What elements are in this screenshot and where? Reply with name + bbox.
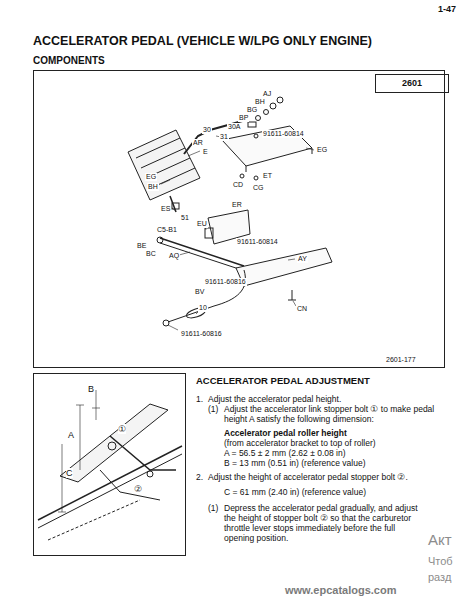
link-rod bbox=[160, 243, 242, 270]
part-number: 91611-60814 bbox=[236, 238, 279, 246]
section-heading: ACCELERATOR PEDAL ADJUSTMENT bbox=[196, 376, 370, 386]
instruction-text: Adjust the height of accelerator pedal s… bbox=[208, 472, 456, 482]
stopper bbox=[172, 203, 179, 209]
rod-end bbox=[157, 237, 163, 243]
callout-number: 51 bbox=[180, 214, 190, 222]
collar bbox=[248, 122, 256, 127]
callout-letter: E bbox=[202, 148, 209, 156]
callout-letter: BH bbox=[147, 183, 159, 191]
callout-letter: CN bbox=[296, 305, 308, 313]
system-notice: разд bbox=[428, 571, 451, 584]
system-notice: Чтоб bbox=[428, 555, 453, 568]
leader-lines bbox=[161, 136, 314, 330]
spec-value: A = 56.5 ± 2 mm (2.62 ± 0.08 in) bbox=[224, 448, 346, 458]
callout-letter: 31 bbox=[219, 133, 229, 141]
callout-letter: EG bbox=[316, 146, 328, 154]
dimension-letter: C bbox=[66, 468, 73, 478]
callout-letter: ES bbox=[160, 205, 171, 213]
dimension-letter: B bbox=[88, 384, 94, 394]
figure-code: 2601-177 bbox=[385, 356, 417, 364]
link-rod bbox=[160, 238, 244, 266]
callout-letter: AJ bbox=[262, 90, 272, 98]
callout-letter: BE bbox=[136, 242, 147, 250]
part-number: 91611-60816 bbox=[204, 278, 247, 286]
bushing bbox=[256, 116, 261, 121]
callout-letter: BG bbox=[246, 106, 258, 114]
part-number: 91611-60814 bbox=[262, 130, 305, 138]
callout-number: 10 bbox=[198, 304, 208, 312]
figure-number: 2601 bbox=[376, 75, 448, 92]
bracket-flange bbox=[246, 166, 247, 172]
callout-letter: ET bbox=[262, 172, 273, 180]
callout-letter: ER bbox=[231, 201, 243, 209]
callout-number: ② bbox=[134, 484, 142, 494]
callout-number: ① bbox=[118, 424, 126, 434]
step-number: (1) bbox=[208, 404, 218, 414]
bolt bbox=[254, 176, 258, 180]
instruction-text: Adjust the accelerator link stopper bolt… bbox=[224, 404, 444, 424]
page-title: ACCELERATOR PEDAL (VEHICLE W/LPG ONLY EN… bbox=[33, 34, 372, 48]
dimension-letter: A bbox=[68, 430, 74, 440]
callout-number: 30 bbox=[202, 126, 212, 134]
callout-letter: C5-B1 bbox=[156, 226, 178, 234]
callout-letter: CD bbox=[232, 181, 244, 189]
pedal-bracket bbox=[222, 126, 312, 166]
washer bbox=[270, 103, 276, 109]
bolt bbox=[288, 290, 296, 300]
cable-bracket bbox=[236, 248, 332, 286]
callout-letter: BP bbox=[238, 114, 249, 122]
callout-letter: EG bbox=[145, 173, 157, 181]
spec-value: C = 61 mm (2.40 in) (reference value) bbox=[224, 487, 366, 497]
step-number: 1. bbox=[196, 394, 203, 404]
bolt bbox=[277, 97, 283, 103]
pedal-rib bbox=[136, 138, 180, 158]
callout-letter: AQ bbox=[168, 252, 180, 260]
callout-letter: EU bbox=[196, 220, 208, 228]
callout-letter: AY bbox=[297, 255, 308, 263]
watermark: www.epcatalogs.com bbox=[285, 584, 396, 597]
clip bbox=[205, 228, 213, 238]
pedal-pad bbox=[128, 130, 200, 200]
bolt bbox=[240, 174, 244, 178]
bracket-flange bbox=[312, 148, 313, 154]
step-number: 2. bbox=[196, 472, 203, 482]
nut bbox=[264, 110, 269, 115]
pedal-rib bbox=[141, 148, 185, 168]
spec-heading: Accelerator pedal roller height bbox=[224, 428, 347, 438]
system-notice: Акт bbox=[428, 531, 452, 548]
bolt bbox=[254, 134, 258, 138]
section-heading: COMPONENTS bbox=[33, 55, 105, 67]
instruction-text: Depress the accelerator pedal gradually,… bbox=[224, 503, 424, 543]
callout-letter: BC bbox=[145, 250, 157, 258]
adjustment-figure bbox=[38, 390, 182, 540]
callout-letter: BH bbox=[254, 98, 266, 106]
callout-letter: AR bbox=[192, 139, 204, 147]
callout-letter: BV bbox=[194, 288, 205, 296]
page-number: 1-47 bbox=[438, 4, 456, 14]
figure-number-box: 2601 bbox=[375, 74, 449, 93]
step-number: (1) bbox=[208, 503, 218, 513]
spec-value: B = 13 mm (0.51 in) (reference value) bbox=[224, 458, 366, 468]
part-number: 91611-60816 bbox=[180, 330, 223, 338]
callout-letter: CG bbox=[252, 184, 265, 192]
callout-letter: 30A bbox=[227, 123, 241, 131]
instruction-text: Adjust the accelerator pedal height. bbox=[208, 394, 443, 404]
spec-text: (from accelerator bracket to top of roll… bbox=[224, 438, 376, 448]
figure-frame bbox=[34, 374, 186, 556]
